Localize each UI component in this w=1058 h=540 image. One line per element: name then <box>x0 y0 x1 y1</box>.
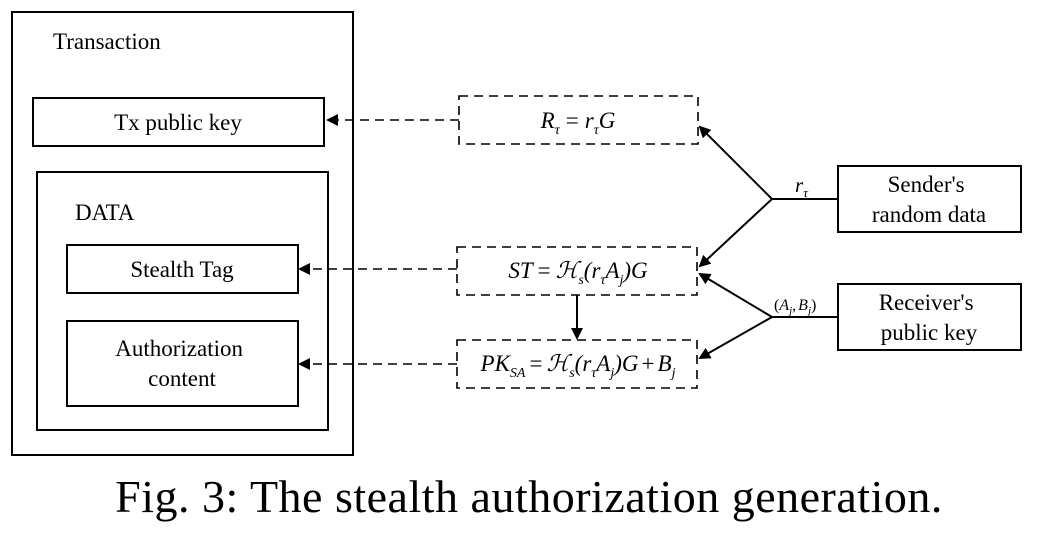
f3-lhs: PK <box>480 351 512 376</box>
r-tau-r: r <box>795 173 804 197</box>
f3-eq: = <box>529 351 542 376</box>
f2-close: )G <box>621 258 648 283</box>
pk-sa-formula-box <box>456 339 698 389</box>
arrow-receiver-to-st <box>698 272 773 318</box>
aj-bj-comma: , <box>792 297 796 314</box>
aj-bj-edge-label: (Aj,Bj) <box>774 297 816 317</box>
aj-bj-a-sub: j <box>787 305 792 317</box>
aj-bj-close: ) <box>811 297 816 314</box>
stealth-tag-formula: ST=ℋs(rτAj)G <box>508 258 648 288</box>
authorization-content-box <box>66 320 299 407</box>
f2-h: ℋ <box>556 258 582 283</box>
transaction-box <box>11 11 354 456</box>
aj-bj-open: ( <box>774 297 779 314</box>
stealth-tag-label: Stealth Tag <box>130 257 234 282</box>
f2-eq: = <box>538 258 551 283</box>
pk-sa-formula: PKSA=ℋs(rτAj)G+Bj <box>480 351 676 381</box>
arrow-sender-to-r-tau <box>698 125 773 200</box>
f1-rhs: r <box>585 108 595 133</box>
aj-bj-b: B <box>798 297 808 314</box>
f3-open: (r <box>575 351 593 376</box>
receiver-line-1: Receiver's <box>879 290 974 315</box>
f3-close: )G <box>612 351 639 376</box>
authorization-content-label: Authorization content <box>115 336 249 391</box>
f1-rhs-sub: τ <box>594 123 600 138</box>
r-tau-sub: τ <box>803 185 809 200</box>
r-tau-g-box <box>458 95 699 145</box>
f1-g: G <box>599 108 616 133</box>
f2-j: j <box>618 273 624 288</box>
sender-line-1: Sender's <box>888 172 965 197</box>
r-tau-edge-label: rτ <box>795 173 809 200</box>
f2-tau: τ <box>600 273 606 288</box>
f1-lhs-sub: τ <box>555 123 561 138</box>
authorization-content-line-2: content <box>148 366 216 391</box>
tx-public-key-label: Tx public key <box>114 110 242 135</box>
sender-line-2: random data <box>872 202 986 227</box>
tx-public-key-box <box>32 97 325 147</box>
f3-b: B <box>658 351 672 376</box>
stealth-authorization-diagram: Transaction Tx public key DATA Stealth T… <box>11 11 1022 456</box>
f3-bj: j <box>670 366 676 381</box>
figure-caption: Fig. 3: The stealth authorization genera… <box>115 471 943 522</box>
f3-lhs-sub: SA <box>510 366 526 381</box>
f3-h: ℋ <box>546 351 572 376</box>
data-label: DATA <box>75 200 135 225</box>
f3-plus: + <box>642 351 655 376</box>
f1-lhs: R <box>540 108 555 133</box>
f3-a: A <box>594 351 611 376</box>
f3-tau: τ <box>591 366 597 381</box>
transaction-label: Transaction <box>53 29 161 54</box>
aj-bj-a: A <box>778 297 789 314</box>
f2-open: (r <box>584 258 602 283</box>
arrow-receiver-to-pk-sa <box>698 316 773 359</box>
r-tau-g-formula: Rτ=rτG <box>540 108 616 138</box>
arrow-sender-to-st <box>698 198 773 268</box>
sender-random-data-label: Sender's random data <box>872 172 986 227</box>
receiver-public-key-label: Receiver's public key <box>879 290 980 345</box>
f2-a: A <box>603 258 620 283</box>
f2-lhs: ST <box>508 258 535 283</box>
f1-eq: = <box>566 108 579 133</box>
f2-h-sub: s <box>578 273 584 288</box>
f3-j: j <box>608 366 614 381</box>
authorization-content-line-1: Authorization <box>115 336 243 361</box>
aj-bj-b-sub: j <box>806 305 811 317</box>
f3-h-sub: s <box>569 366 575 381</box>
data-box <box>36 171 329 431</box>
receiver-line-2: public key <box>881 320 978 345</box>
